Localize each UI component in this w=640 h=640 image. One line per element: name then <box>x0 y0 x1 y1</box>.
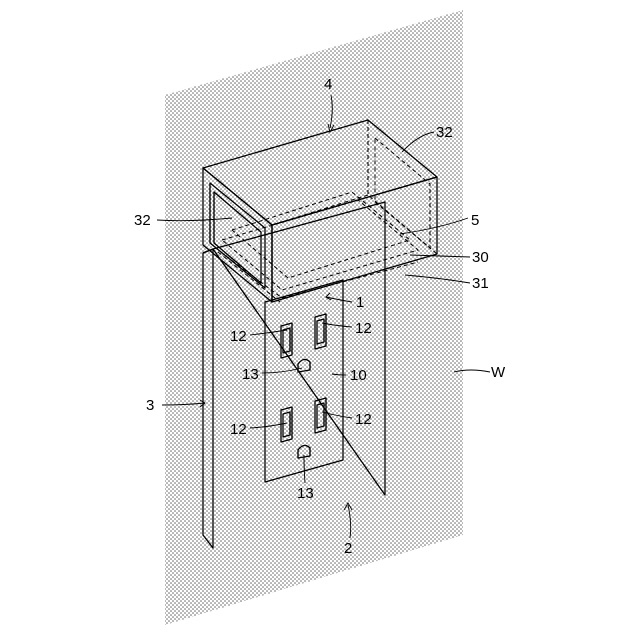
label-side-opening-left: 32 <box>134 212 151 229</box>
label-interior: 5 <box>471 212 479 229</box>
label-receptacle: 1 <box>356 294 364 311</box>
label-wall: W <box>491 364 506 381</box>
label-plate: 2 <box>344 540 352 557</box>
label-plate-side: 3 <box>146 397 154 414</box>
label-ground-upper: 13 <box>242 366 259 383</box>
label-slot-upper-left: 12 <box>230 328 247 345</box>
label-face: 10 <box>350 367 367 384</box>
label-frame-bottom: 30 <box>472 249 489 266</box>
label-slot-upper-right: 12 <box>355 320 372 337</box>
label-ground-lower: 13 <box>297 485 314 502</box>
wall-panel <box>165 10 463 625</box>
label-slot-lower-right: 12 <box>355 411 372 428</box>
label-box: 4 <box>324 76 332 93</box>
label-frame-lip: 31 <box>472 275 489 292</box>
label-slot-lower-left: 12 <box>230 421 247 438</box>
label-side-opening-right: 32 <box>436 124 453 141</box>
